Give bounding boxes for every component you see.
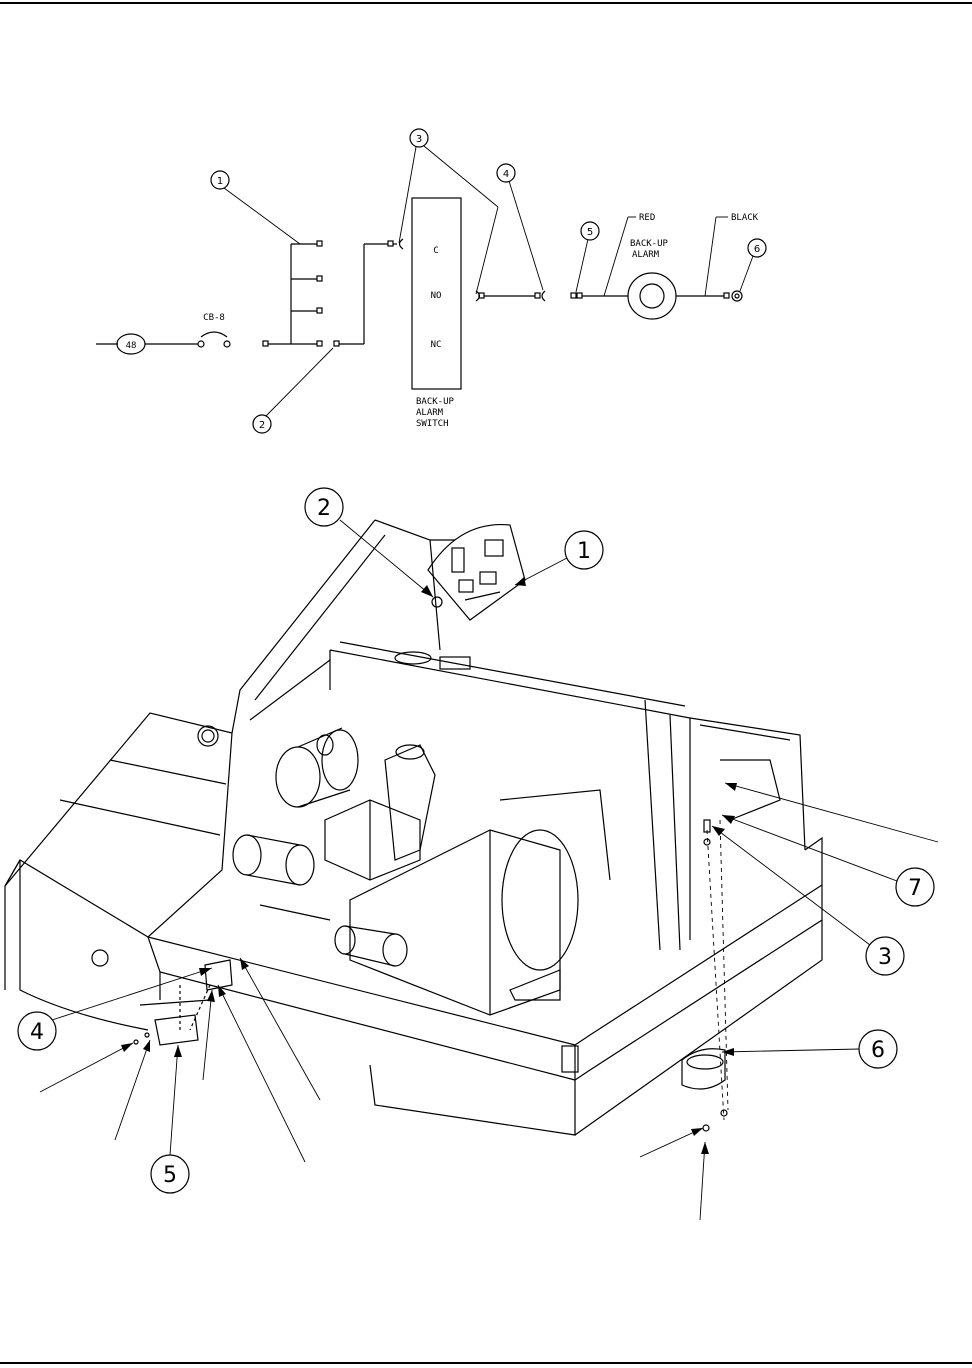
wire-black-label: BLACK [731,213,759,223]
wire-red-label: RED [639,213,655,223]
wiring-schematic: 48 CB-8 C NO NC BACK-UP ALARM SWITCH [96,128,767,434]
backup-alarm [627,272,677,320]
assembly-callout-3: 3 [878,945,892,970]
alarm-label-2: ALARM [632,250,660,260]
terminal-nc: NC [431,340,442,350]
schematic-callout-3: 3 [416,134,422,145]
terminal-no: NO [431,291,442,301]
alarm-label-1: BACK-UP [630,239,669,249]
backup-alarm-switch [411,197,462,390]
circuit-48-label: 48 [126,341,137,351]
assembly-callout-4: 4 [30,1020,44,1045]
assembly-callout-6: 6 [871,1038,885,1063]
schematic-callout-1: 1 [217,176,223,187]
schematic-callout-4: 4 [503,169,509,180]
schematic-callout-2: 2 [259,420,265,431]
assembly-callouts: 1 2 3 4 5 6 7 [17,487,939,1221]
switch-label-3: SWITCH [416,419,449,429]
assembly-callout-1: 1 [577,539,591,564]
switch-label-1: BACK-UP [416,397,455,407]
switch-label-2: ALARM [416,408,444,418]
assembly-callout-2: 2 [317,496,331,521]
terminal-c: C [433,246,438,256]
machine-assembly [4,519,823,1136]
bottom-rule [0,1362,972,1364]
cb-8-label: CB-8 [203,313,225,323]
schematic-callout-5: 5 [587,227,593,238]
assembly-callout-5: 5 [163,1163,177,1188]
assembly-callout-7: 7 [908,876,922,901]
top-rule [0,2,972,4]
schematic-callout-6: 6 [754,244,760,255]
